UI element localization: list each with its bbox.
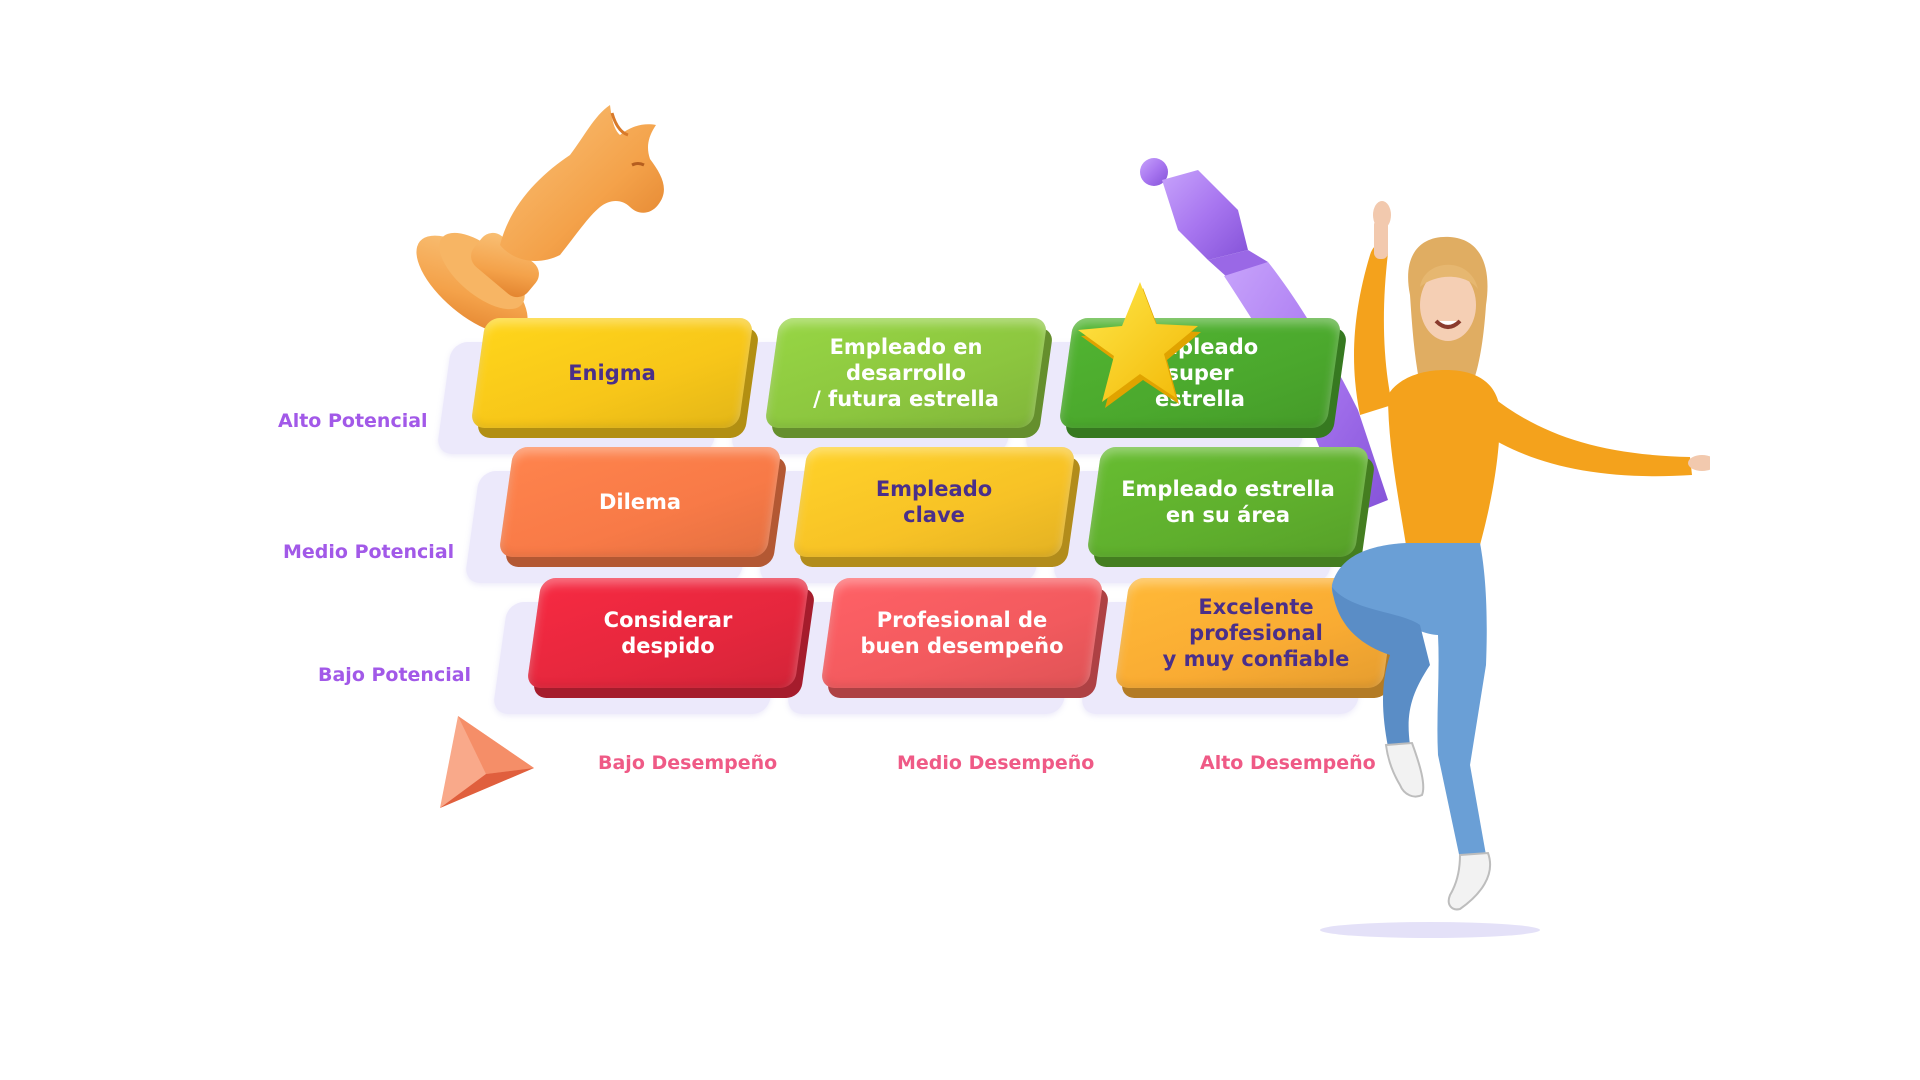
tile-label: Enigma xyxy=(568,361,656,385)
tile-medium-potential-high-performance: Empleado estrella en su área xyxy=(1086,447,1376,567)
performance-label-medium: Medio Desempeño xyxy=(897,752,1095,774)
potential-label-low: Bajo Potencial xyxy=(318,664,472,686)
tile-label: Dilema xyxy=(598,490,682,514)
tile-label: Considerar despido xyxy=(603,608,733,658)
tile-label: Profesional de buen desempeño xyxy=(860,608,1064,658)
tile-high-potential-medium-performance: Empleado en desarrollo / futura estrella xyxy=(764,318,1054,438)
chess-knight-icon xyxy=(416,105,664,335)
potential-label-medium: Medio Potencial xyxy=(283,541,455,563)
performance-label-high: Alto Desempeño xyxy=(1200,752,1376,774)
tile-label: Empleado clave xyxy=(875,477,993,527)
performance-label-low: Bajo Desempeño xyxy=(598,752,778,774)
tile-low-potential-high-performance: Excelente profesional y muy confiable xyxy=(1114,578,1404,698)
potential-label-high: Alto Potencial xyxy=(278,410,428,432)
tile-label: Excelente profesional y muy confiable xyxy=(1162,595,1350,671)
pyramid-icon xyxy=(440,716,534,808)
tile-high-potential-low-performance: Enigma xyxy=(470,318,760,438)
star-icon xyxy=(1078,282,1201,408)
tile-medium-potential-medium-performance: Empleado clave xyxy=(792,447,1082,567)
tile-label: Empleado en desarrollo / futura estrella xyxy=(813,335,999,411)
woman-illustration xyxy=(1320,201,1710,938)
tile-label: Empleado estrella en su área xyxy=(1121,477,1335,527)
tile-medium-potential-low-performance: Dilema xyxy=(498,447,788,567)
tile-low-potential-medium-performance: Profesional de buen desempeño xyxy=(820,578,1110,698)
tile-low-potential-low-performance: Considerar despido xyxy=(526,578,816,698)
